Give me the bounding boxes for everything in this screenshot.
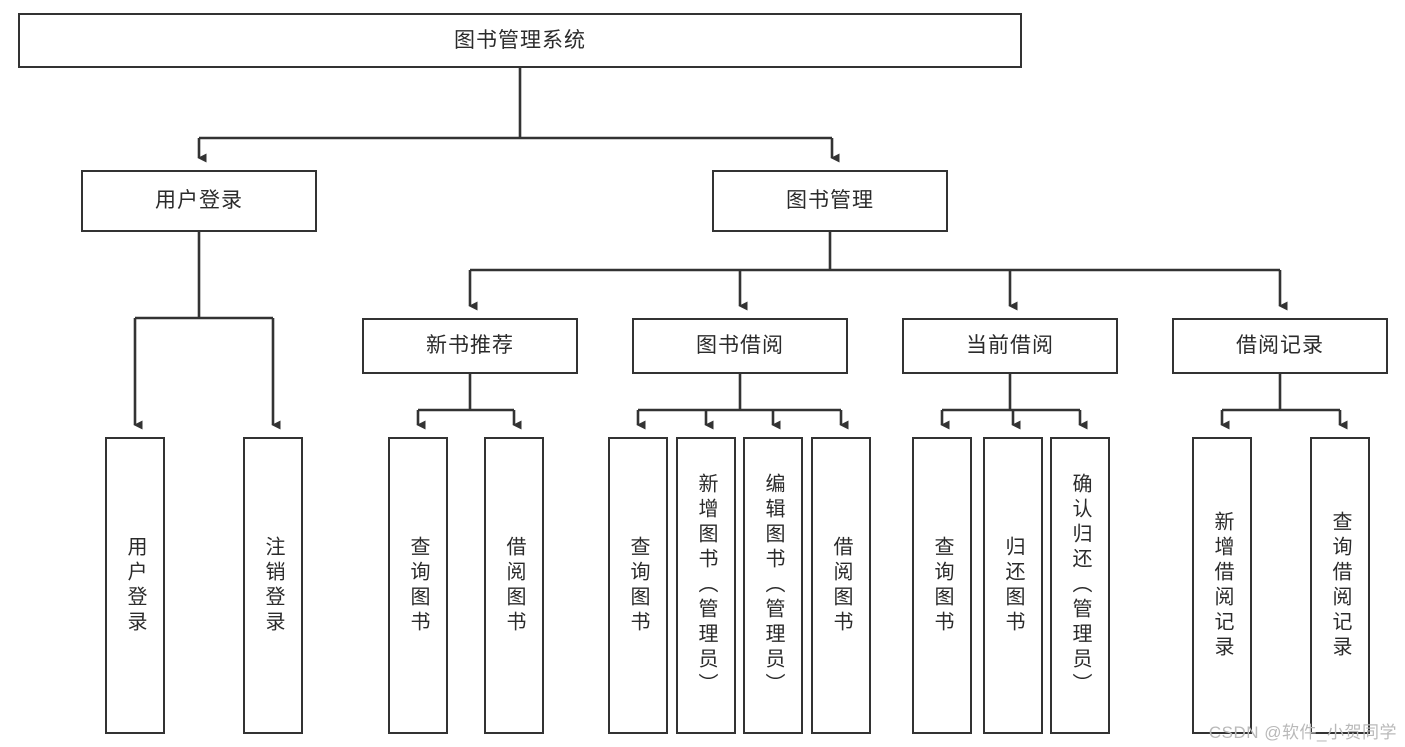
node-user-login-label: 用户登录 [155,189,243,213]
node-leaf-add-borrow-record-label: 新增借阅记录 [1211,510,1233,661]
node-leaf-confirm-return-admin-label: 确认归还（管理员） [1069,473,1091,698]
node-leaf-query-borrow-record[interactable]: 查询借阅记录 [1310,437,1370,734]
node-leaf-logout-login[interactable]: 注销登录 [243,437,303,734]
node-borrow-record-label: 借阅记录 [1236,334,1324,358]
node-leaf-borrow-book-2[interactable]: 借阅图书 [811,437,871,734]
node-leaf-return-book[interactable]: 归还图书 [983,437,1043,734]
node-leaf-borrow-book-1-label: 借阅图书 [503,535,525,636]
node-current-borrow[interactable]: 当前借阅 [902,318,1118,374]
node-book-borrow[interactable]: 图书借阅 [632,318,848,374]
node-leaf-user-login[interactable]: 用户登录 [105,437,165,734]
node-user-login[interactable]: 用户登录 [81,170,317,232]
node-book-manage-label: 图书管理 [786,189,874,213]
node-leaf-confirm-return-admin[interactable]: 确认归还（管理员） [1050,437,1110,734]
node-leaf-query-book-1-label: 查询图书 [407,535,429,636]
node-leaf-query-book-1[interactable]: 查询图书 [388,437,448,734]
node-borrow-record[interactable]: 借阅记录 [1172,318,1388,374]
node-new-book-recommend-label: 新书推荐 [426,334,514,358]
node-leaf-add-book-admin[interactable]: 新增图书（管理员） [676,437,736,734]
node-root-label: 图书管理系统 [454,28,586,52]
node-leaf-borrow-book-2-label: 借阅图书 [830,535,852,636]
node-leaf-query-book-3[interactable]: 查询图书 [912,437,972,734]
node-current-borrow-label: 当前借阅 [966,334,1054,358]
node-book-manage[interactable]: 图书管理 [712,170,948,232]
node-leaf-query-book-2-label: 查询图书 [627,535,649,636]
node-leaf-query-borrow-record-label: 查询借阅记录 [1329,510,1351,661]
node-leaf-logout-login-label: 注销登录 [262,535,284,636]
node-root[interactable]: 图书管理系统 [18,13,1022,68]
node-leaf-add-borrow-record[interactable]: 新增借阅记录 [1192,437,1252,734]
node-leaf-user-login-label: 用户登录 [124,535,146,636]
node-new-book-recommend[interactable]: 新书推荐 [362,318,578,374]
node-book-borrow-label: 图书借阅 [696,334,784,358]
node-leaf-edit-book-admin-label: 编辑图书（管理员） [762,473,784,698]
node-leaf-query-book-3-label: 查询图书 [931,535,953,636]
node-leaf-return-book-label: 归还图书 [1002,535,1024,636]
node-leaf-borrow-book-1[interactable]: 借阅图书 [484,437,544,734]
node-leaf-add-book-admin-label: 新增图书（管理员） [695,473,717,698]
node-leaf-query-book-2[interactable]: 查询图书 [608,437,668,734]
node-leaf-edit-book-admin[interactable]: 编辑图书（管理员） [743,437,803,734]
